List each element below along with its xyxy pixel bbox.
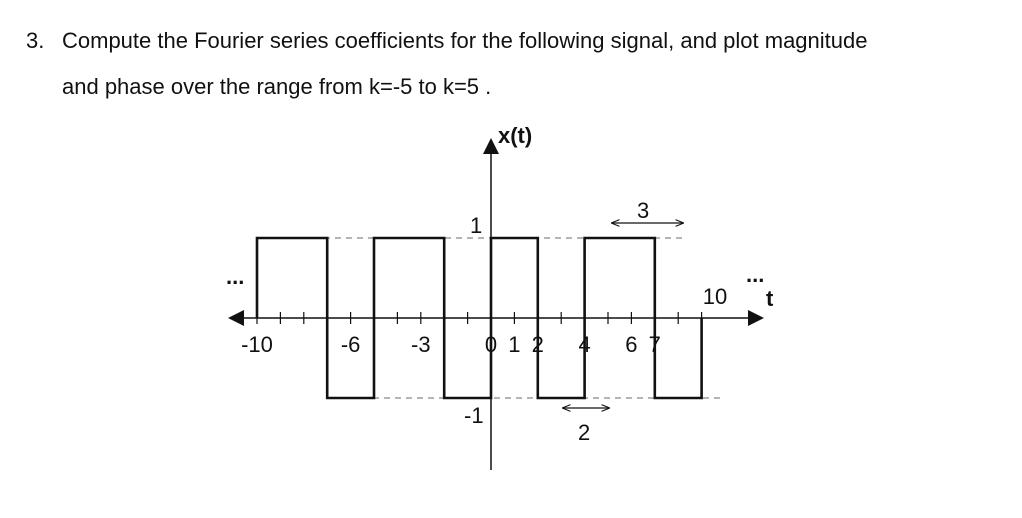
tick-label: 10 — [703, 284, 727, 309]
question-line-1: 3. Compute the Fourier series coefficient… — [26, 18, 867, 64]
question-text-line-1: Compute the Fourier series coefficients … — [62, 28, 868, 53]
square-wave-signal — [255, 236, 703, 400]
tick-label: -3 — [411, 332, 431, 357]
question-text: 3. Compute the Fourier series coefficient… — [26, 18, 867, 110]
ellipsis-right: ... — [746, 262, 764, 287]
level-high-label: 1 — [470, 213, 482, 238]
tick-label: -6 — [341, 332, 361, 357]
low-width-label: 2 — [578, 420, 590, 445]
level-low-label: -1 — [464, 403, 484, 428]
high-width-label: 3 — [637, 198, 649, 223]
amplitude-axis-arrow-icon — [483, 138, 499, 154]
y-axis-label: x(t) — [498, 123, 532, 148]
tick-label: -10 — [241, 332, 273, 357]
ellipsis-left: ... — [226, 264, 244, 289]
time-axis-left-arrow-icon — [228, 310, 244, 326]
question-number: 3. — [26, 28, 45, 53]
tick-label: 6 — [625, 332, 637, 357]
x-axis-label: t — [766, 286, 774, 311]
question-text-line-2: and phase over the range from k=-5 to k=… — [62, 74, 492, 99]
time-axis-right-arrow-icon — [748, 310, 764, 326]
tick-label: 1 — [508, 332, 520, 357]
